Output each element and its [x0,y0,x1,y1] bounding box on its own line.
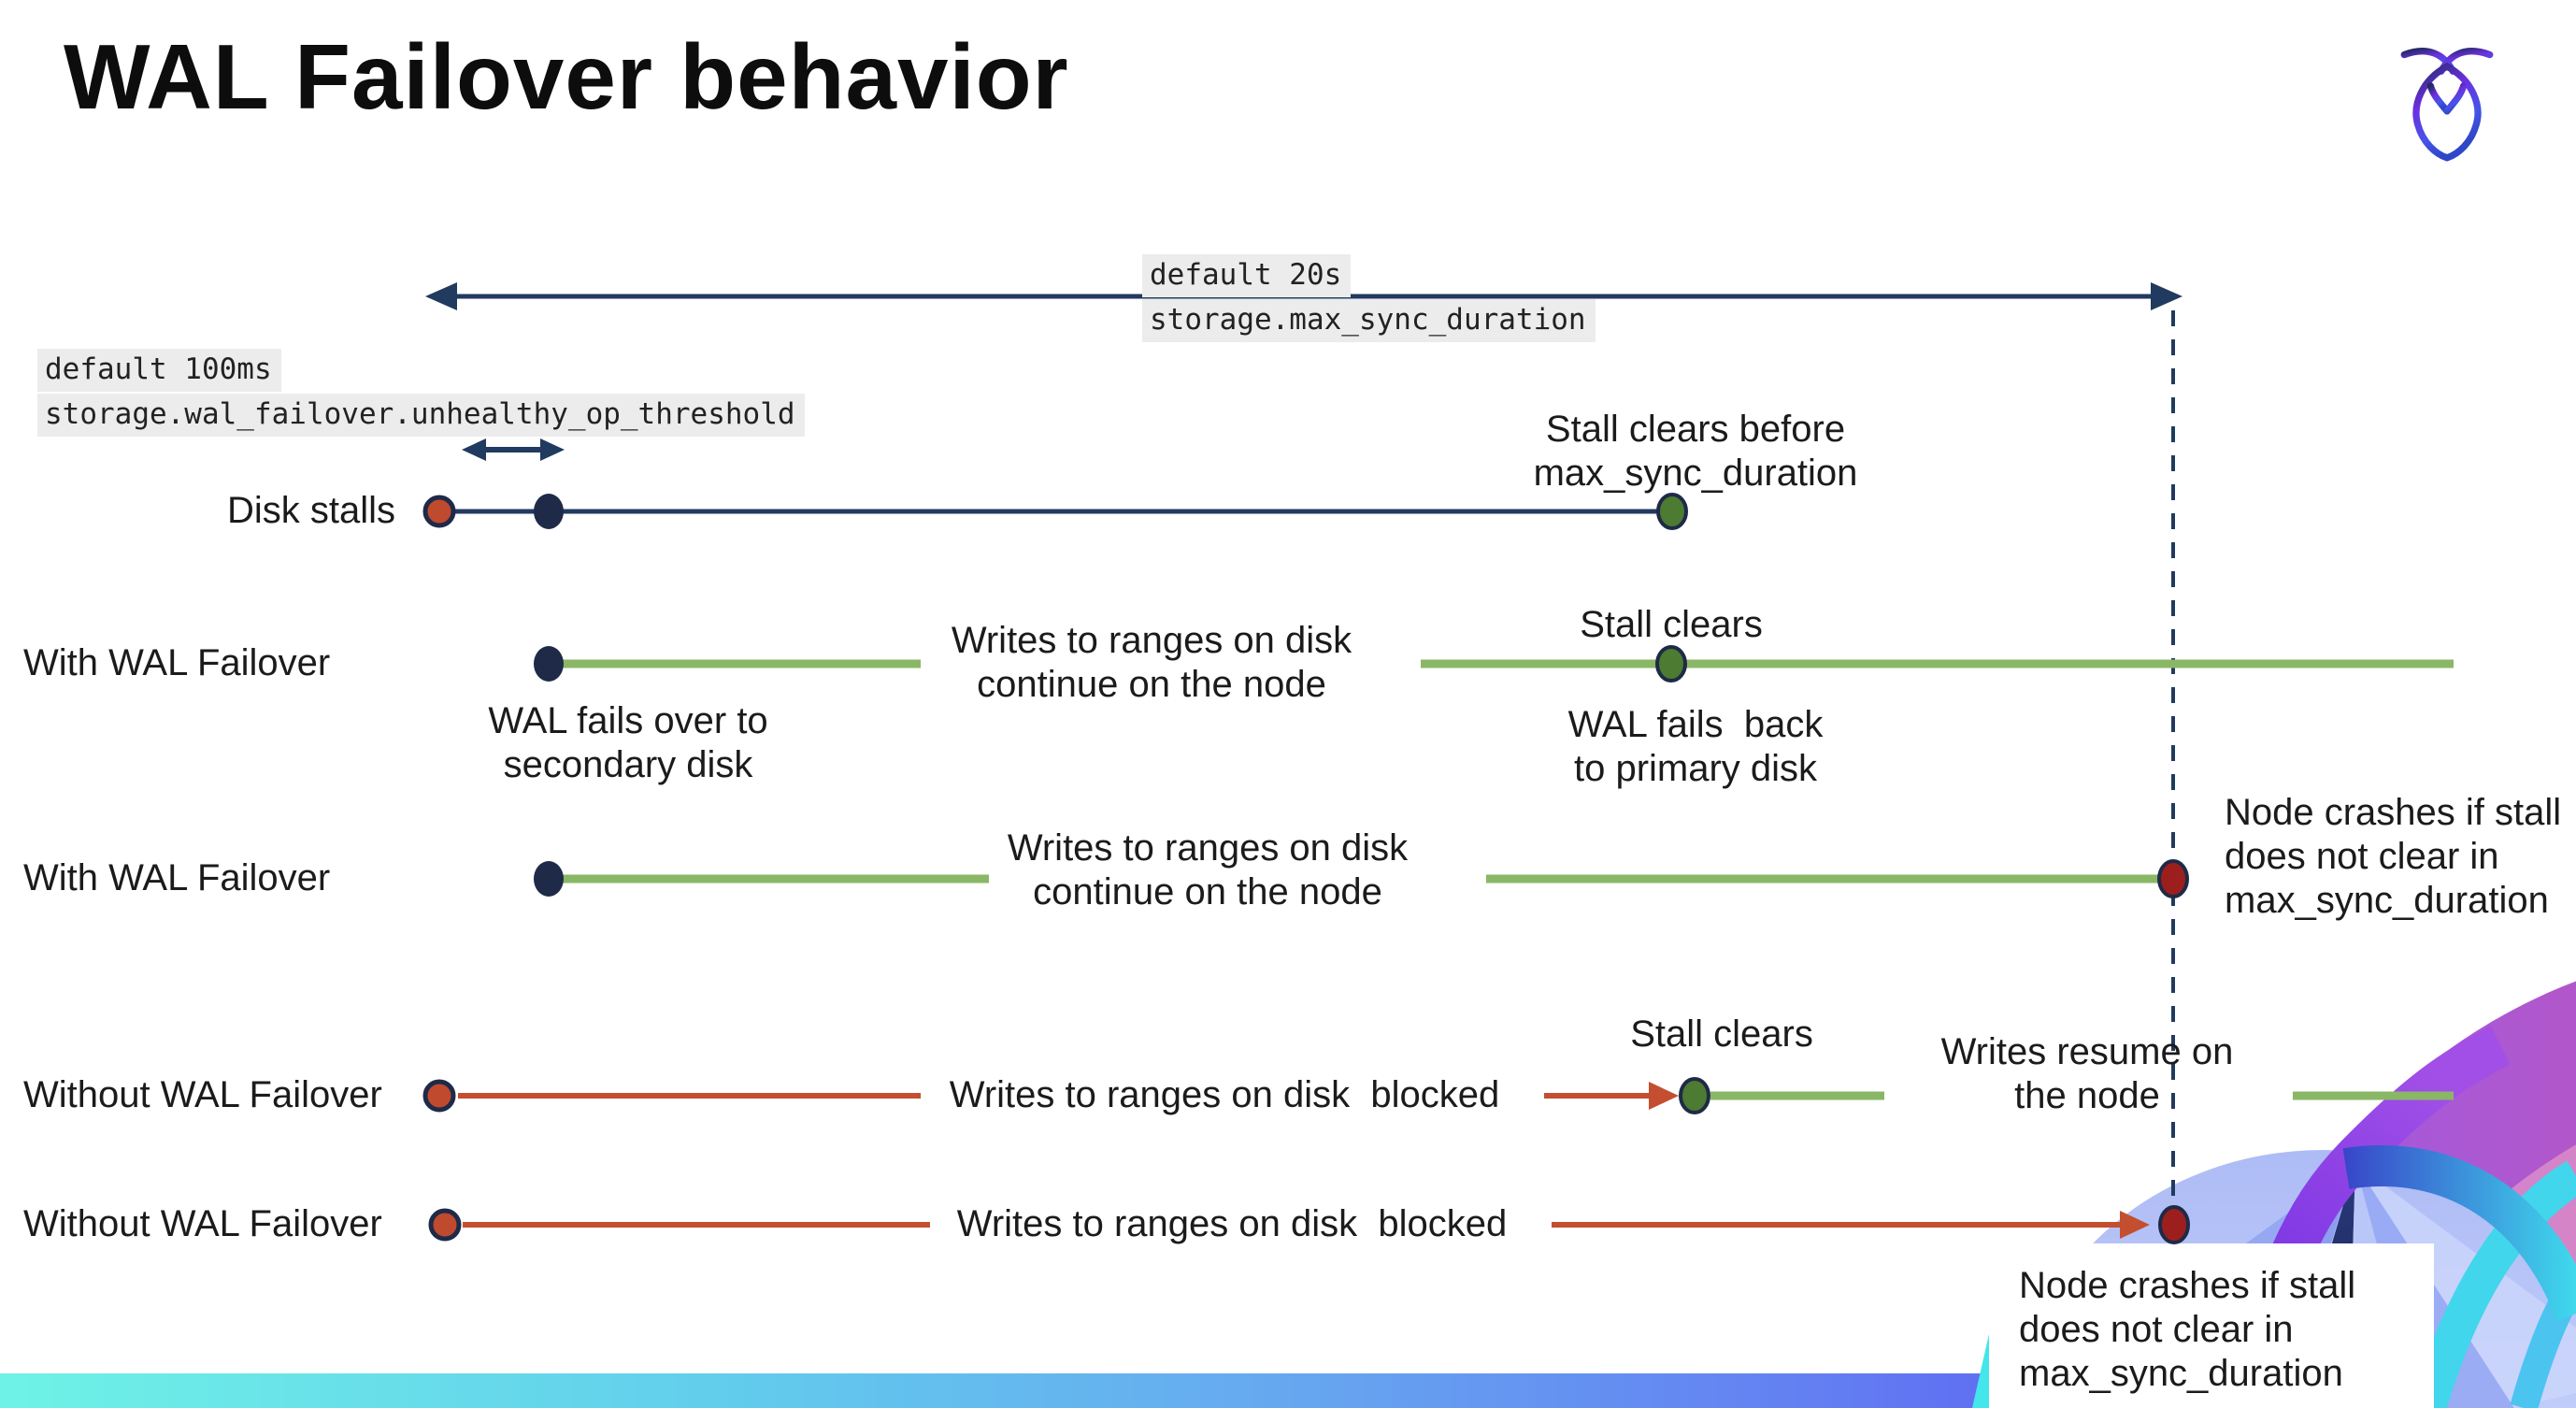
row-label-with-wal-failover-1: With WAL Failover [23,642,331,683]
failover-dot [534,646,564,682]
writes-blocked-note-1: Writes to ranges on disk blocked [949,1074,1500,1115]
unhealthy-op-threshold-label: default 100ms storage.wal_failover.unhea… [37,349,805,438]
stall-clears-before-note: Stall clears before max_sync_duration [1533,409,1858,494]
stall-clears-note-1: Stall clears [1580,604,1763,645]
failover-dot [534,861,564,897]
cyan-arch-outer [2411,1160,2576,1408]
cockroachdb-logo-icon [2400,48,2494,162]
arrowhead-right-icon [2151,282,2182,310]
crash-note-card [1989,1243,2434,1408]
setting-name: storage.wal_failover.unhealthy_op_thresh… [37,394,805,437]
row-label-without-wal-failover-1: Without WAL Failover [23,1074,382,1115]
stall-start-dot [422,1079,456,1113]
arrowhead-right-icon [540,438,565,461]
arrowhead-right-icon [2120,1211,2150,1239]
setting-default-value: default 20s [1142,254,1352,297]
writes-continue-note-2: Writes to ranges on disk continue on the… [1007,827,1409,912]
wal-failover-note: WAL fails over to secondary disk [488,700,768,785]
blue-cyan-ribbon [2342,1144,2576,1321]
arrowhead-right-icon [1649,1082,1679,1110]
arrowhead-left-icon [462,438,486,461]
row-label-with-wal-failover-2: With WAL Failover [23,857,331,898]
stall-clears-dot [1679,1077,1710,1114]
page-title: WAL Failover behavior [64,25,1069,128]
stall-clears-note-2: Stall clears [1630,1013,1813,1055]
node-crash-dot [2157,859,2189,898]
stall-clears-dot [1655,645,1687,682]
setting-default-value: default 100ms [37,349,281,392]
writes-resume-note: Writes resume on the node [1940,1031,2234,1116]
threshold-dot [534,494,564,529]
wal-failback-note: WAL fails back to primary disk [1567,704,1824,789]
node-crash-dot [2158,1205,2190,1244]
setting-name: storage.max_sync_duration [1142,299,1596,342]
node-crash-note-1: Node crashes if stall does not clear in … [2225,792,2562,921]
stall-clears-dot [1656,493,1688,530]
arrowhead-left-icon [425,282,457,310]
writes-blocked-note-2: Writes to ranges on disk blocked [956,1203,1508,1244]
stall-start-dot [422,495,456,528]
row-label-disk-stalls: Disk stalls [227,490,396,531]
node-crash-note-2: Node crashes if stall does not clear in … [2019,1265,2356,1394]
row-label-without-wal-failover-2: Without WAL Failover [23,1203,382,1244]
writes-continue-note-1: Writes to ranges on disk continue on the… [951,620,1352,705]
max-sync-duration-label: default 20s storage.max_sync_duration [1142,254,1596,344]
stall-start-dot [428,1208,462,1242]
